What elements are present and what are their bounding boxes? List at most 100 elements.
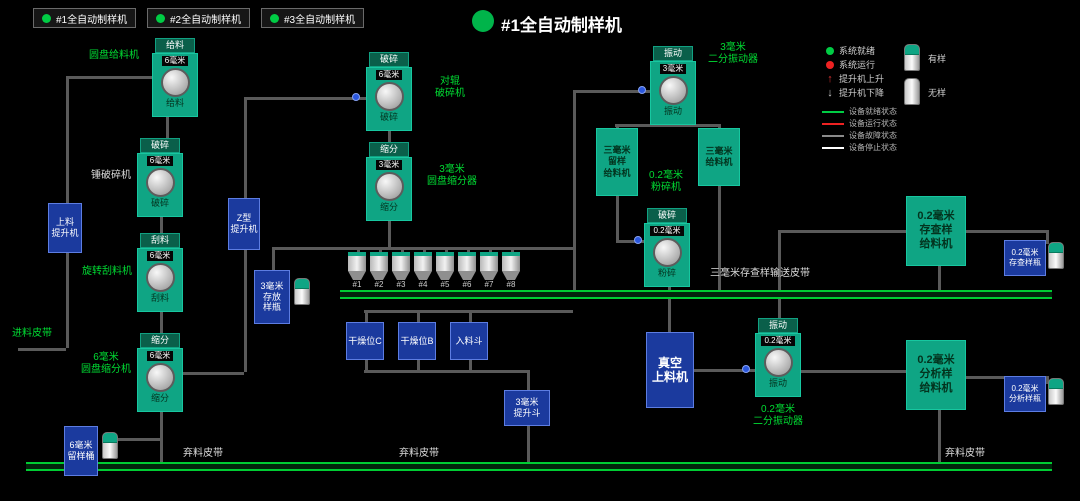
sample-hopper[interactable]: [348, 252, 366, 280]
box-dry-position-c[interactable]: 干燥位C: [346, 322, 384, 360]
pipe: [938, 266, 941, 290]
legend-no-sample: 无样: [928, 88, 947, 98]
pipe: [160, 213, 163, 236]
box-3mm-sample-store[interactable]: 3毫米 存放 样瓶: [254, 270, 290, 324]
machine-header: 振动: [653, 46, 693, 61]
hopper-cup: [502, 252, 520, 271]
inlet-valve-icon: [742, 365, 750, 373]
machine-body: 6毫米 破碎: [137, 153, 183, 217]
tab-sampler-1[interactable]: #1全自动制样机: [33, 8, 137, 28]
machine-state-label: 缩分: [379, 202, 398, 212]
size-chip: 6毫米: [161, 56, 189, 66]
sample-hopper[interactable]: [370, 252, 388, 280]
pipe: [364, 310, 573, 313]
machine-body: 3毫米 缩分: [366, 157, 412, 221]
hopper-funnel-icon: [414, 271, 432, 280]
sample-bottle-icon: [102, 432, 118, 459]
size-chip: 6毫米: [146, 156, 174, 166]
box-02mm-analysis-bottle[interactable]: 0.2毫米 分析样瓶: [1004, 376, 1046, 412]
white-line-icon: [822, 146, 844, 149]
machine-header: 缩分: [369, 142, 409, 157]
hopper-number: #7: [484, 280, 494, 289]
machine-divider-6mm[interactable]: 缩分 6毫米 缩分: [137, 333, 183, 412]
pipe: [365, 310, 368, 322]
label-02mm-pulverizer: 0.2毫米 粉碎机: [649, 170, 683, 193]
machine-header: 振动: [758, 318, 798, 333]
box-3mm-retain-feeder[interactable]: 三毫米 留样 给料机: [596, 128, 638, 196]
machine-vibrator-3mm[interactable]: 振动 3毫米 振动: [650, 46, 696, 125]
machine-roller-crusher[interactable]: 破碎 6毫米 破碎: [366, 52, 412, 131]
size-chip: 6毫米: [146, 351, 174, 361]
machine-state-label: 粉碎: [657, 268, 676, 278]
sample-hopper[interactable]: [392, 252, 410, 280]
hopper-cup: [414, 252, 432, 271]
machine-pulverizer-02mm[interactable]: 破碎 0.2毫米 粉碎: [644, 208, 690, 287]
size-chip: 0.2毫米: [650, 226, 684, 236]
sample-bottle-empty-icon: [904, 78, 920, 105]
machine-state-label: 振动: [663, 106, 682, 116]
tab-sampler-2[interactable]: #2全自动制样机: [147, 8, 251, 28]
pipe: [388, 217, 391, 247]
sample-hopper[interactable]: [414, 252, 432, 280]
sample-hopper[interactable]: [480, 252, 498, 280]
pipe: [527, 426, 530, 462]
inlet-valve-icon: [638, 86, 646, 94]
tab-label: #1全自动制样机: [56, 14, 128, 26]
hopper-number: #2: [374, 280, 384, 289]
size-chip: 3毫米: [659, 64, 687, 74]
system-status-dot-icon: [472, 10, 494, 32]
label-6mm-divider: 6毫米 圆盘缩分机: [81, 352, 131, 375]
machine-divider-3mm[interactable]: 缩分 3毫米 缩分: [366, 142, 412, 221]
box-inlet-hopper[interactable]: 入料斗: [450, 322, 488, 360]
motor-icon: [374, 82, 404, 111]
gray-line-icon: [822, 134, 844, 137]
box-6mm-retain-bucket[interactable]: 6毫米 留样桶: [64, 426, 98, 476]
sample-hopper[interactable]: [458, 252, 476, 280]
box-3mm-lift-hopper[interactable]: 3毫米 提升斗: [504, 390, 550, 426]
box-02mm-analysis-feeder[interactable]: 0.2毫米 分析样 给料机: [906, 340, 966, 410]
pipe: [694, 369, 755, 372]
pipe: [616, 124, 619, 130]
conveyor-belt-waste: [26, 462, 1052, 471]
hopper-funnel-icon: [458, 271, 476, 280]
box-vacuum-feeder[interactable]: 真空 上料机: [646, 332, 694, 408]
motor-icon: [374, 172, 404, 201]
sample-hopper[interactable]: [502, 252, 520, 280]
box-dry-position-b[interactable]: 干燥位B: [398, 322, 436, 360]
box-3mm-feeder[interactable]: 三毫米 给料机: [698, 128, 740, 186]
machine-hammer-crusher[interactable]: 破碎 6毫米 破碎: [137, 138, 183, 217]
status-dot-icon: [156, 13, 165, 23]
sample-band: [905, 45, 919, 55]
hopper-funnel-icon: [436, 271, 454, 280]
box-feed-elevator[interactable]: 上料 提升机: [48, 203, 82, 253]
tab-sampler-3[interactable]: #3全自动制样机: [261, 8, 365, 28]
machine-body: 3毫米 振动: [650, 61, 696, 125]
hopper-number: #1: [352, 280, 362, 289]
hopper-number: #3: [396, 280, 406, 289]
machine-vibrator-02mm[interactable]: 振动 0.2毫米 振动: [755, 318, 801, 397]
hopper-cup: [370, 252, 388, 271]
legend-elevator-up: ↑ 提升机上升: [827, 72, 885, 85]
inlet-valve-icon: [634, 236, 642, 244]
pipe: [938, 410, 941, 462]
label-waste-belt-2: 弃料皮带: [399, 448, 439, 459]
box-z-elevator[interactable]: Z型 提升机: [228, 198, 260, 250]
pipe: [445, 247, 448, 253]
legend-device-running: 设备运行状态: [822, 118, 897, 129]
hopper-number: #6: [462, 280, 472, 289]
label-feed-belt: 进料皮带: [12, 328, 52, 339]
sample-bottle-icon: [1048, 242, 1064, 269]
sample-hopper[interactable]: [436, 252, 454, 280]
machine-rotary-scraper[interactable]: 刮料 6毫米 刮料: [137, 233, 183, 312]
hopper-funnel-icon: [348, 271, 366, 280]
pipe: [718, 186, 721, 290]
box-02mm-archive-bottle[interactable]: 0.2毫米 存查样瓶: [1004, 240, 1046, 276]
hopper-number: #5: [440, 280, 450, 289]
box-02mm-archive-feeder[interactable]: 0.2毫米 存查样 给料机: [906, 196, 966, 266]
machine-disc-feeder[interactable]: 给料 6毫米 给料: [152, 38, 198, 117]
pipe: [489, 247, 492, 253]
machine-body: 0.2毫米 粉碎: [644, 223, 690, 287]
label-02mm-vibrator: 0.2毫米 二分振动器: [753, 404, 803, 427]
label-3mm-vibrator: 3毫米 二分振动器: [708, 42, 758, 65]
